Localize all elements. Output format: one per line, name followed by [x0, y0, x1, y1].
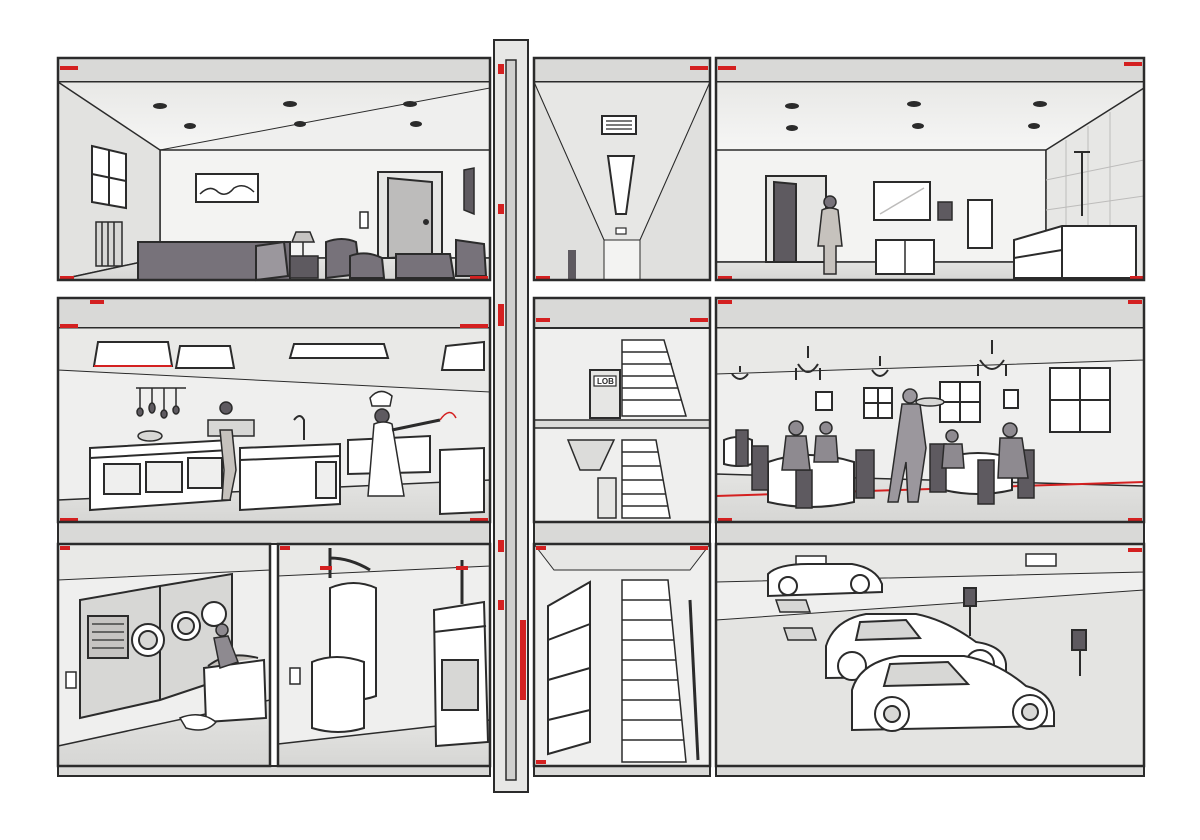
- bathroom-door: [765, 175, 827, 263]
- laundry: [57, 543, 271, 767]
- floor-grates: [774, 599, 818, 641]
- tank: [311, 656, 365, 733]
- lower-stairs: [621, 439, 671, 519]
- washing-machines: [79, 572, 233, 720]
- car-far: [767, 563, 883, 598]
- boiler-room: [277, 543, 491, 767]
- parking-garage: [715, 543, 1145, 767]
- upper-stairs: [621, 339, 687, 417]
- red-highlights: [60, 62, 1144, 764]
- lobby-sign: LOB: [597, 377, 614, 386]
- car-near: [851, 655, 1055, 732]
- stairs-down: [621, 579, 687, 763]
- waiter-figure: [887, 388, 945, 503]
- storage-shelf: [547, 580, 591, 756]
- boiler-unit: [432, 600, 490, 748]
- kitchen-counters: [89, 434, 485, 516]
- charging-posts: [963, 587, 1087, 676]
- lamp: [289, 231, 319, 279]
- machine-vents: [92, 623, 124, 649]
- guest-figure: [817, 195, 843, 275]
- kitchen: [57, 327, 491, 523]
- panel-frames: [56, 56, 1146, 768]
- radiator: [95, 221, 123, 267]
- hotel-room: [57, 80, 491, 282]
- bathtub: [1013, 225, 1137, 279]
- stairwell-lobby: LOB: [533, 327, 711, 523]
- window: [91, 144, 127, 210]
- dining-chairs: [735, 429, 1035, 509]
- restaurant: [715, 327, 1145, 523]
- bathroom: [715, 81, 1145, 281]
- chef-figure: [367, 390, 457, 497]
- diners: [781, 420, 1029, 479]
- laundry-worker: [213, 623, 239, 669]
- armchairs: [325, 238, 488, 280]
- hanging-utensils: [136, 387, 186, 419]
- restaurant-windows: [815, 367, 1111, 433]
- pipe-shaft: [493, 39, 529, 793]
- service-stair: [532, 543, 712, 767]
- bed: [137, 240, 291, 282]
- door: [377, 171, 443, 260]
- chandeliers: [731, 340, 1007, 380]
- cook-figure: [207, 401, 255, 501]
- corridor: [533, 81, 711, 281]
- wall-picture: [195, 173, 259, 203]
- floor-slabs: [57, 57, 1145, 777]
